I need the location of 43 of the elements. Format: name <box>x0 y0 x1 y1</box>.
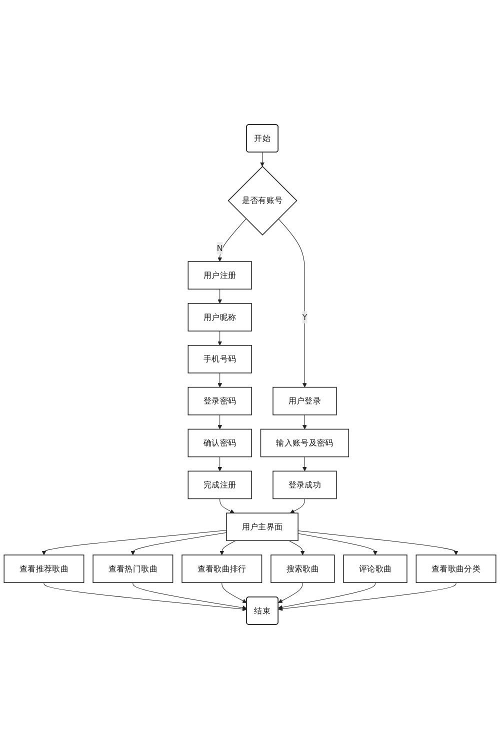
arrow <box>278 582 456 612</box>
node-diamond: 是否有账号 <box>228 166 298 236</box>
node-box: 手机号码 <box>188 344 252 374</box>
node-box: 用户主界面 <box>226 512 298 542</box>
node-box: 查看歌曲分类 <box>416 554 496 583</box>
arrow <box>130 532 227 556</box>
arrow <box>42 530 227 556</box>
arrow <box>222 582 247 603</box>
arrow <box>218 456 222 472</box>
arrow <box>302 456 307 472</box>
arrow <box>278 582 376 610</box>
arrow <box>278 218 307 388</box>
node-box: 完成注册 <box>188 470 252 500</box>
node-box: 搜索歌曲 <box>270 554 335 583</box>
node-box: 用户注册 <box>188 261 252 290</box>
node-box: 输入账号及密码 <box>260 428 350 458</box>
node-box: 登录成功 <box>272 470 337 500</box>
arrow <box>298 533 378 556</box>
arrow <box>218 330 222 346</box>
arrow <box>220 540 236 556</box>
arrow <box>44 582 247 612</box>
arrow <box>218 414 222 430</box>
arrow <box>218 218 246 262</box>
edge-label: Y <box>302 312 308 322</box>
arrow <box>260 152 265 167</box>
arrow <box>288 540 305 556</box>
arrow <box>220 498 235 514</box>
node-box: 评论歌曲 <box>343 554 408 583</box>
arrow <box>298 530 458 556</box>
node-box: 查看推荐歌曲 <box>4 554 84 583</box>
node-box: 用户登录 <box>272 386 337 416</box>
arrow <box>302 414 307 430</box>
arrow <box>218 372 222 388</box>
edge-label: N <box>216 243 223 253</box>
arrow <box>132 582 247 610</box>
node-box: 用户昵称 <box>188 303 252 332</box>
node-box: 登录密码 <box>188 386 252 416</box>
arrow <box>218 288 222 304</box>
node-box: 查看热门歌曲 <box>92 554 174 583</box>
node-box: 确认密码 <box>188 428 252 458</box>
arrow <box>290 498 305 514</box>
arrow <box>278 582 303 603</box>
node-box: 查看歌曲排行 <box>182 554 262 583</box>
